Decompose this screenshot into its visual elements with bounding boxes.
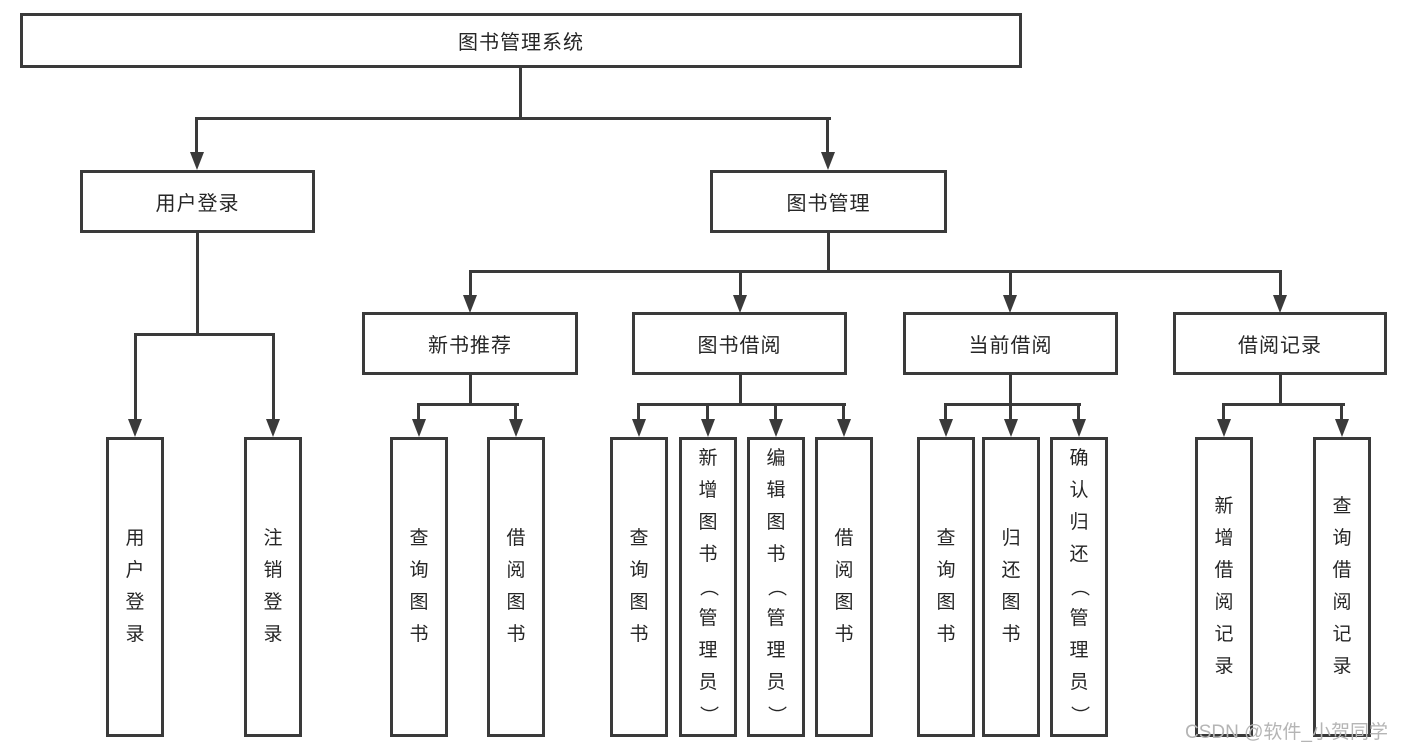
connector-line xyxy=(519,68,522,119)
arrowhead-down-icon xyxy=(412,419,426,437)
leaf-current-confirm-return-admin: 确认归还（管理员） xyxy=(1050,437,1108,737)
connector-line xyxy=(196,233,199,336)
leaf-current-confirm-return-admin-label: 确认归还（管理员） xyxy=(1068,448,1090,725)
connector-line xyxy=(739,375,742,406)
connector-line xyxy=(417,403,420,420)
connector-line xyxy=(1279,375,1282,406)
connector-line xyxy=(637,403,640,420)
node-user-login-label: 用户登录 xyxy=(155,193,240,215)
connector-line xyxy=(1222,403,1345,406)
connector-line xyxy=(1009,270,1012,297)
connector-line xyxy=(417,403,519,406)
leaf-current-return-books-label: 归还图书 xyxy=(1001,528,1021,645)
arrowhead-down-icon xyxy=(1217,419,1231,437)
connector-line xyxy=(706,403,709,420)
connector-line xyxy=(944,403,947,420)
arrowhead-down-icon xyxy=(190,152,204,170)
connector-line xyxy=(1009,403,1012,420)
leaf-user-login: 用户登录 xyxy=(106,437,164,737)
leaf-records-query-record: 查询借阅记录 xyxy=(1313,437,1371,737)
arrowhead-down-icon xyxy=(509,419,523,437)
leaf-borrow-query-books-label: 查询图书 xyxy=(629,528,649,645)
leaf-borrow-query-books: 查询图书 xyxy=(610,437,668,737)
leaf-recommend-query-books-label: 查询图书 xyxy=(409,528,429,645)
arrowhead-down-icon xyxy=(632,419,646,437)
connector-line xyxy=(134,333,275,336)
connector-line xyxy=(1077,403,1080,420)
leaf-logout-label: 注销登录 xyxy=(263,528,283,645)
node-library-system: 图书管理系统 xyxy=(20,13,1022,68)
leaf-borrow-add-books-admin: 新增图书（管理员） xyxy=(679,437,737,737)
leaf-recommend-borrow-books: 借阅图书 xyxy=(487,437,545,737)
arrowhead-down-icon xyxy=(701,419,715,437)
connector-line xyxy=(739,270,742,297)
leaf-records-add-record-label: 新增借阅记录 xyxy=(1214,496,1234,677)
connector-line xyxy=(842,403,845,420)
connector-line xyxy=(637,403,846,406)
connector-line xyxy=(272,333,275,420)
arrowhead-down-icon xyxy=(1072,419,1086,437)
node-book-borrowing: 图书借阅 xyxy=(632,312,847,375)
node-borrowing-records-label: 借阅记录 xyxy=(1238,335,1322,357)
node-borrowing-records: 借阅记录 xyxy=(1173,312,1387,375)
leaf-logout: 注销登录 xyxy=(244,437,302,737)
connector-line xyxy=(1222,403,1225,420)
node-new-book-recommend: 新书推荐 xyxy=(362,312,578,375)
arrowhead-down-icon xyxy=(769,419,783,437)
connector-line xyxy=(1009,375,1012,406)
leaf-borrow-edit-books-admin-label: 编辑图书（管理员） xyxy=(765,448,787,725)
leaf-current-query-books: 查询图书 xyxy=(917,437,975,737)
node-book-management-label: 图书管理 xyxy=(786,193,871,215)
leaf-recommend-borrow-books-label: 借阅图书 xyxy=(506,528,526,645)
leaf-recommend-query-books: 查询图书 xyxy=(390,437,448,737)
connector-line xyxy=(195,117,198,153)
arrowhead-down-icon xyxy=(1004,419,1018,437)
leaf-records-query-record-label: 查询借阅记录 xyxy=(1332,496,1352,677)
connector-line xyxy=(134,333,137,420)
arrowhead-down-icon xyxy=(463,295,477,313)
connector-line xyxy=(1279,270,1282,297)
leaf-user-login-label: 用户登录 xyxy=(125,528,145,645)
arrowhead-down-icon xyxy=(821,152,835,170)
arrowhead-down-icon xyxy=(128,419,142,437)
node-book-borrowing-label: 图书借阅 xyxy=(697,335,782,357)
leaf-borrow-edit-books-admin: 编辑图书（管理员） xyxy=(747,437,805,737)
connector-line xyxy=(469,375,472,406)
leaf-records-add-record: 新增借阅记录 xyxy=(1195,437,1253,737)
node-new-book-recommend-label: 新书推荐 xyxy=(428,335,512,357)
arrowhead-down-icon xyxy=(1003,295,1017,313)
connector-line xyxy=(469,270,472,297)
connector-line xyxy=(944,403,1081,406)
arrowhead-down-icon xyxy=(939,419,953,437)
connector-line xyxy=(827,233,830,273)
leaf-borrow-add-books-admin-label: 新增图书（管理员） xyxy=(697,448,719,725)
leaf-current-query-books-label: 查询图书 xyxy=(936,528,956,645)
node-user-login: 用户登录 xyxy=(80,170,315,233)
node-library-system-label: 图书管理系统 xyxy=(458,32,584,54)
leaf-borrow-borrow-books: 借阅图书 xyxy=(815,437,873,737)
arrowhead-down-icon xyxy=(837,419,851,437)
arrowhead-down-icon xyxy=(266,419,280,437)
arrowhead-down-icon xyxy=(1335,419,1349,437)
arrowhead-down-icon xyxy=(733,295,747,313)
node-current-borrowing-label: 当前借阅 xyxy=(968,335,1053,357)
node-book-management: 图书管理 xyxy=(710,170,947,233)
csdn-watermark: CSDN @软件_小贺同学 xyxy=(1185,722,1388,743)
connector-line xyxy=(826,117,829,153)
connector-line xyxy=(1340,403,1343,420)
connector-line xyxy=(469,270,1282,273)
leaf-current-return-books: 归还图书 xyxy=(982,437,1040,737)
leaf-borrow-borrow-books-label: 借阅图书 xyxy=(834,528,854,645)
node-current-borrowing: 当前借阅 xyxy=(903,312,1118,375)
connector-line xyxy=(774,403,777,420)
connector-line xyxy=(514,403,517,420)
connector-line xyxy=(195,117,831,120)
arrowhead-down-icon xyxy=(1273,295,1287,313)
